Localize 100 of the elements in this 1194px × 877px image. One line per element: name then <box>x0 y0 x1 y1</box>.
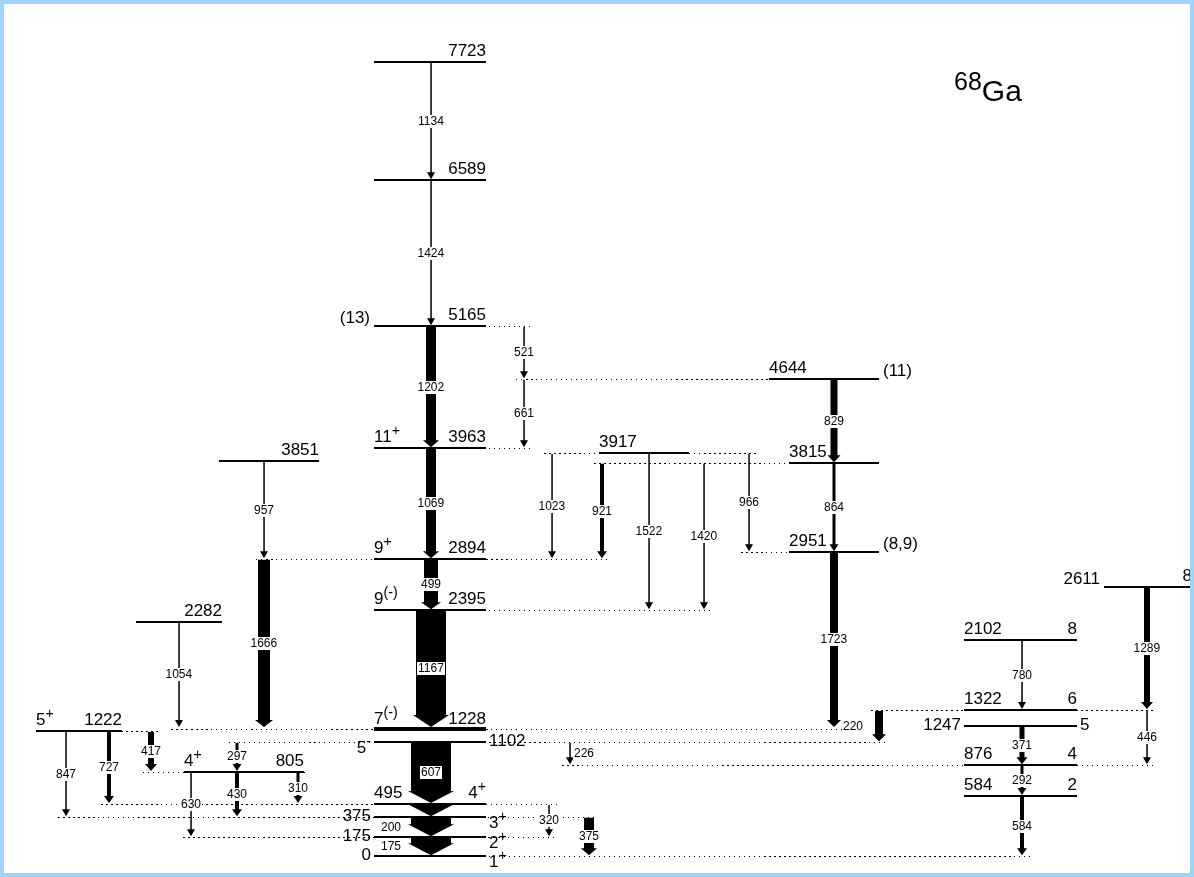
transition-energy-label: 371 <box>1011 739 1034 753</box>
level-energy: 7723 <box>448 41 486 60</box>
transition-energy-label: 499 <box>420 578 443 591</box>
transition-energy-label: 829 <box>823 414 846 428</box>
level-energy: 3917 <box>599 433 637 451</box>
transition-energy-label: 847 <box>55 767 78 781</box>
spin-parity: 6 <box>1067 690 1077 708</box>
transition-energy-label: 1723 <box>819 633 849 647</box>
spin-parity: 4$^{+}$ <box>468 777 486 802</box>
spin-parity: (13) <box>339 308 370 327</box>
transition-energy-label: 417 <box>140 745 163 758</box>
transition-energy-label: 1023 <box>537 499 567 513</box>
spin-parity: 8 <box>1067 620 1077 638</box>
spin-parity: 5$^{+}$ <box>36 704 54 729</box>
transition-energy-label: 607 <box>420 766 443 780</box>
spin-parity: 11$^{+}$ <box>374 421 400 446</box>
transition-energy-label: 864 <box>823 501 846 514</box>
spin-parity: (11) <box>883 361 912 380</box>
transition-energy-label: 1167 <box>417 662 445 676</box>
gamma-transition-arrow <box>427 180 435 326</box>
gamma-transition-arrow <box>255 559 273 727</box>
level-energy: 1247 <box>923 716 961 734</box>
level-energy: 3963 <box>448 427 486 446</box>
transition-energy-label: 320 <box>538 814 561 828</box>
gamma-transition-arrow <box>1143 711 1151 765</box>
gamma-transition-arrow <box>427 62 435 180</box>
transition-energy-label: 446 <box>1136 731 1159 745</box>
transition-energy-label: 921 <box>591 504 614 518</box>
gamma-transition-arrow <box>520 379 528 448</box>
level-energy: 2894 <box>448 538 486 557</box>
spin-parity: 2 <box>1067 776 1077 794</box>
gamma-transition-arrow <box>408 817 454 837</box>
transition-energy-label: 1420 <box>689 530 719 543</box>
gamma-transition-arrow <box>175 622 183 727</box>
gamma-transition-arrow <box>700 463 708 610</box>
gamma-transition-arrow <box>827 552 841 727</box>
level-energy: 495 <box>374 784 403 802</box>
gamma-transition-arrow <box>187 773 195 837</box>
transition-energy-label: 1666 <box>249 636 279 650</box>
transition-energy-label: 1424 <box>416 246 446 260</box>
transition-energy-label: 292 <box>1011 773 1034 787</box>
level-energy: 805 <box>275 752 304 770</box>
spin-parity: 9$^{(-)}$ <box>374 583 398 608</box>
gamma-transition-arrow <box>1018 641 1026 709</box>
level-energy: 4644 <box>769 358 807 377</box>
level-energy: 2395 <box>448 589 486 608</box>
gamma-transition-arrow <box>408 837 454 856</box>
gamma-transition-arrow <box>408 804 454 817</box>
nucleus-title: $^{68}$Ga <box>954 66 1022 108</box>
spin-parity: 9$^{+}$ <box>374 532 392 557</box>
gamma-transition-arrow <box>745 454 753 552</box>
gamma-transition-arrow <box>408 742 454 803</box>
spin-parity: 4 <box>1067 744 1077 763</box>
spin-parity: 5$^{-}$ <box>356 732 371 757</box>
transition-energy-label: 661 <box>513 407 536 420</box>
spin-parity: (8,9) <box>883 534 918 553</box>
level-energy: 3815 <box>789 442 827 461</box>
transition-energy-label: 1054 <box>164 668 194 682</box>
gamma-transition-arrow <box>413 610 449 727</box>
transition-energy-label: 630 <box>180 798 203 812</box>
transition-energy-label: 1134 <box>417 114 445 128</box>
level-energy: 2951 <box>789 531 827 550</box>
gamma-transition-arrow <box>423 326 439 448</box>
transition-energy-label: 584 <box>1011 819 1034 833</box>
level-energy: 3851 <box>281 440 319 459</box>
gamma-transition-arrow <box>872 711 886 742</box>
spin-parity: 7$^{(-)}$ <box>374 703 398 728</box>
level-energy: 2102 <box>964 620 1002 638</box>
transition-energy-label: 1289 <box>1132 642 1162 655</box>
gamma-transition-arrow <box>520 326 528 379</box>
transition-energy-label: 200 <box>380 820 403 834</box>
spin-parity: 4$^{+}$ <box>184 745 202 770</box>
transition-energy-label: 1069 <box>416 497 446 510</box>
gamma-transition-arrow <box>260 461 268 559</box>
transition-energy-label: 430 <box>226 788 249 802</box>
transition-energy-label: 1202 <box>416 380 446 394</box>
transition-energy-label: 966 <box>738 496 761 510</box>
level-energy: 375 <box>342 807 371 826</box>
transition-energy-label: 375 <box>578 830 601 843</box>
transition-energy-label: 297 <box>226 750 249 764</box>
level-energy: 175 <box>342 827 371 846</box>
transition-energy-label: 957 <box>253 503 276 517</box>
transition-energy-label: 521 <box>513 346 536 359</box>
level-energy: 2611 <box>1063 570 1100 588</box>
gamma-transition-arrow <box>645 454 653 610</box>
transition-energy-label: 220 <box>842 719 865 733</box>
gamma-transition-arrow <box>62 732 70 817</box>
level-energy: 2282 <box>184 601 222 620</box>
gamma-transition-arrow <box>566 742 574 765</box>
level-energy: 584 <box>964 776 993 794</box>
level-energy: 5165 <box>448 305 486 324</box>
level-energy: 1322 <box>964 690 1002 708</box>
level-energy: 1228 <box>448 710 486 728</box>
level-energy: 1222 <box>84 711 122 729</box>
level-energy: 876 <box>964 744 993 763</box>
transition-energy-label: 727 <box>98 761 121 774</box>
transition-energy-label: 226 <box>573 747 596 760</box>
level-energy: 6589 <box>448 159 486 178</box>
transition-energy-label: 780 <box>1011 668 1034 682</box>
transition-energy-label: 1522 <box>634 525 664 539</box>
